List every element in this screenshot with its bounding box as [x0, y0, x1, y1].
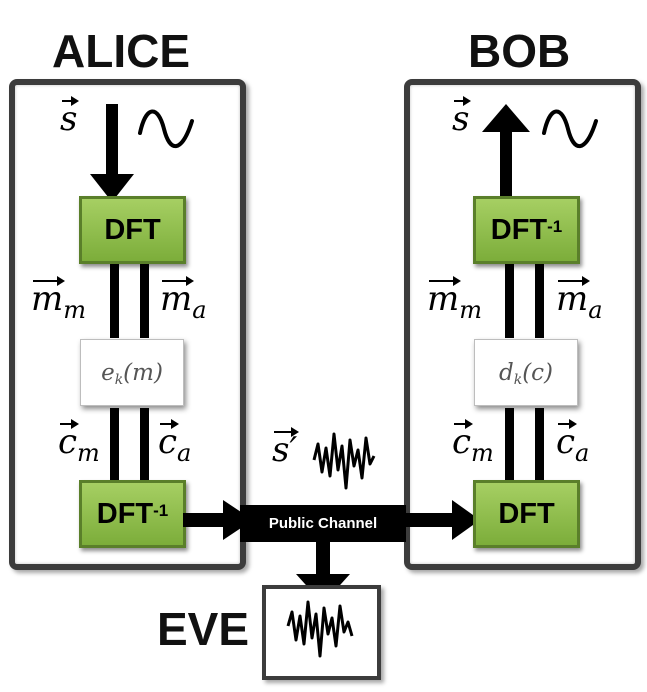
alice-line-c-left [110, 408, 119, 480]
public-channel-label: Public Channel [268, 515, 378, 532]
vector-arrow-icon: c [452, 419, 474, 462]
noise-signal-icon [312, 432, 376, 490]
vector-arrow-icon: s′ [272, 427, 300, 470]
alice-to-channel-arrow [183, 500, 253, 540]
vector-arrow-icon: c [158, 419, 180, 462]
subscript-a: a [177, 439, 192, 467]
bob-idft-block: DFT-1 [473, 196, 580, 264]
alice-title: ALICE [52, 25, 190, 77]
alice-m-m-label: mm [31, 276, 86, 322]
channel-to-bob-arrow [406, 500, 480, 540]
alice-input-arrow [90, 104, 134, 202]
s-prime-label: s′ [272, 427, 300, 470]
bob-idft-label: DFT [490, 213, 548, 246]
sine-wave-icon [138, 109, 194, 149]
public-channel-box: Public Channel [240, 505, 406, 542]
alice-s-label: s [60, 96, 80, 139]
alice-dft-label: DFT [104, 213, 161, 246]
encrypt-function-label: e [101, 359, 115, 386]
alice-line-m-left [110, 264, 119, 338]
vector-arrow-icon: m [160, 276, 195, 319]
bob-dft-label: DFT [498, 497, 555, 530]
vector-arrow-icon: m [556, 276, 591, 319]
bob-line-m-left [505, 264, 514, 338]
bob-title: BOB [468, 25, 571, 77]
alice-c-m-label: cm [58, 419, 100, 465]
subscript-a: a [575, 439, 590, 467]
alice-c-a-label: ca [158, 419, 191, 465]
bob-c-a-label: ca [556, 419, 589, 465]
vector-arrow-icon: c [58, 419, 80, 462]
bob-m-a-label: ma [556, 276, 603, 322]
subscript-a: a [192, 296, 207, 324]
alice-idft-block: DFT-1 [79, 480, 186, 548]
bob-m-m-label: mm [427, 276, 482, 322]
vector-arrow-icon: m [31, 276, 66, 319]
bob-line-c-right [535, 408, 544, 480]
vector-arrow-icon: c [556, 419, 578, 462]
alice-line-c-right [140, 408, 149, 480]
alice-line-m-right [140, 264, 149, 338]
subscript-m: m [471, 439, 494, 467]
alice-dft-block: DFT [79, 196, 186, 264]
bob-sine-wave-icon [542, 109, 598, 149]
vector-arrow-icon: m [427, 276, 462, 319]
decrypt-function-label: d [498, 359, 514, 386]
eve-noise-signal-icon [286, 600, 354, 658]
bob-s-label: s [452, 96, 472, 139]
eve-title: EVE [157, 603, 250, 655]
subscript-m: m [77, 439, 100, 467]
bob-idft-sup: -1 [547, 217, 563, 236]
bob-line-m-right [535, 264, 544, 338]
alice-idft-sup: -1 [153, 501, 169, 520]
vector-arrow-icon: s [452, 96, 472, 139]
subscript-a: a [588, 296, 603, 324]
subscript-m: m [63, 296, 87, 324]
decrypt-function-arg: (c) [522, 359, 554, 386]
alice-idft-label: DFT [96, 497, 154, 530]
bob-output-arrow [482, 104, 530, 200]
bob-line-c-left [505, 408, 514, 480]
alice-m-a-label: ma [160, 276, 207, 322]
encrypt-function-arg: (m) [123, 359, 163, 386]
bob-c-m-label: cm [452, 419, 494, 465]
subscript-m: m [459, 296, 483, 324]
key-subscript: k [114, 371, 124, 388]
bob-dft-block: DFT [473, 480, 580, 548]
key-subscript: k [513, 371, 523, 388]
vector-arrow-icon: s [60, 96, 80, 139]
